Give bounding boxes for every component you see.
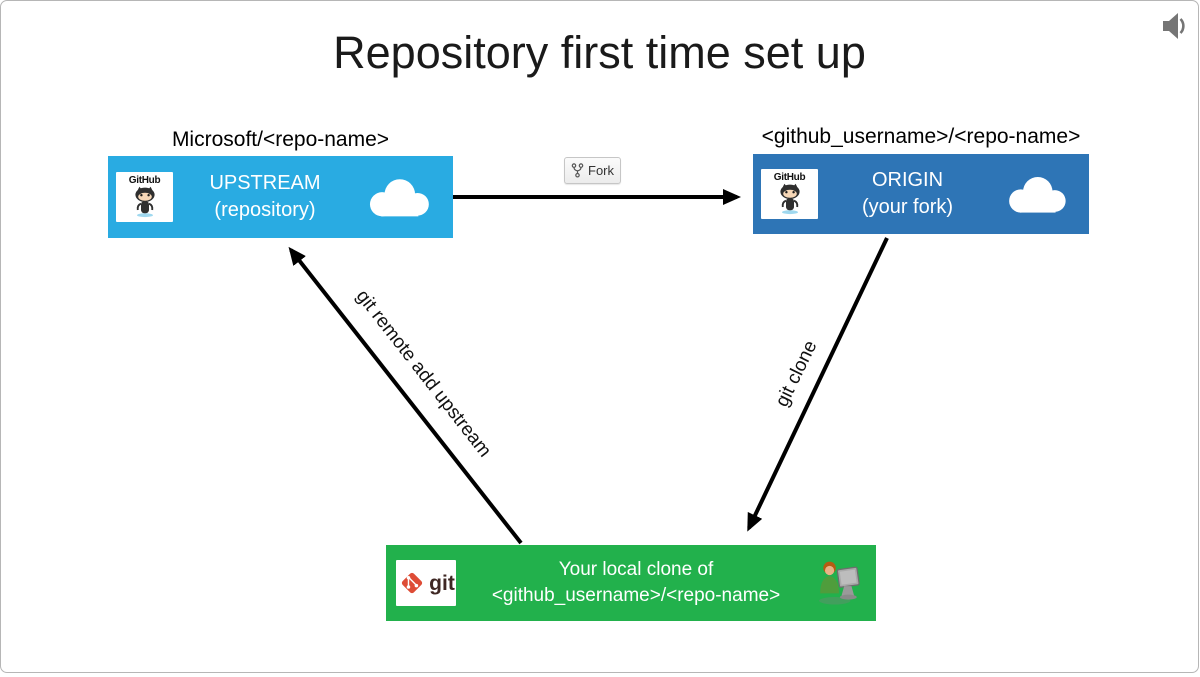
person-at-computer-icon — [816, 558, 864, 608]
fork-button[interactable]: Fork — [564, 157, 621, 184]
upstream-caption: Microsoft/<repo-name> — [171, 128, 390, 151]
upstream-node-sub: (repository) — [214, 199, 316, 221]
github-logo-card: GitHub — [761, 169, 818, 219]
github-logo-label: GitHub — [773, 172, 806, 183]
origin-caption: <github_username>/<repo-name> — [761, 125, 1081, 148]
arrow-origin-to-local — [747, 237, 889, 532]
fork-glyph-icon — [571, 163, 584, 178]
local-node-line2: <github_username>/<repo-name> — [491, 585, 781, 606]
origin-node-name: ORIGIN — [871, 169, 944, 191]
origin-node-sub: (your fork) — [861, 196, 954, 218]
git-remote-add-upstream-label: git remote add upstream — [351, 286, 496, 462]
local-node-line1: Your local clone of — [558, 559, 714, 581]
fork-button-label: Fork — [588, 163, 614, 178]
git-logo-label: git — [429, 571, 455, 595]
local-node-text: Your local clone of <github_username>/<r… — [456, 557, 816, 608]
cloud-icon — [357, 172, 441, 222]
git-clone-label: git clone — [771, 337, 822, 411]
origin-node-text: ORIGIN (your fork) — [818, 167, 997, 221]
github-logo-label: GitHub — [128, 175, 161, 186]
cloud-icon — [997, 170, 1077, 218]
git-diamond-icon — [397, 568, 427, 598]
arrow-local-to-upstream — [288, 246, 523, 545]
github-logo-card: GitHub — [116, 172, 173, 222]
origin-node: GitHub ORIGIN (your fork) — [753, 154, 1089, 234]
speaker-icon[interactable] — [1159, 9, 1193, 43]
git-logo-card: git — [396, 560, 456, 606]
local-clone-node: git Your local clone of <github_username… — [386, 545, 876, 621]
upstream-node-text: UPSTREAM (repository) — [173, 170, 357, 224]
page-title: Repository first time set up — [333, 27, 866, 78]
github-octocat-icon — [130, 186, 160, 218]
github-octocat-icon — [775, 183, 805, 215]
upstream-node-name: UPSTREAM — [209, 172, 321, 194]
upstream-node: GitHub UPSTREAM (repository) — [108, 156, 453, 238]
